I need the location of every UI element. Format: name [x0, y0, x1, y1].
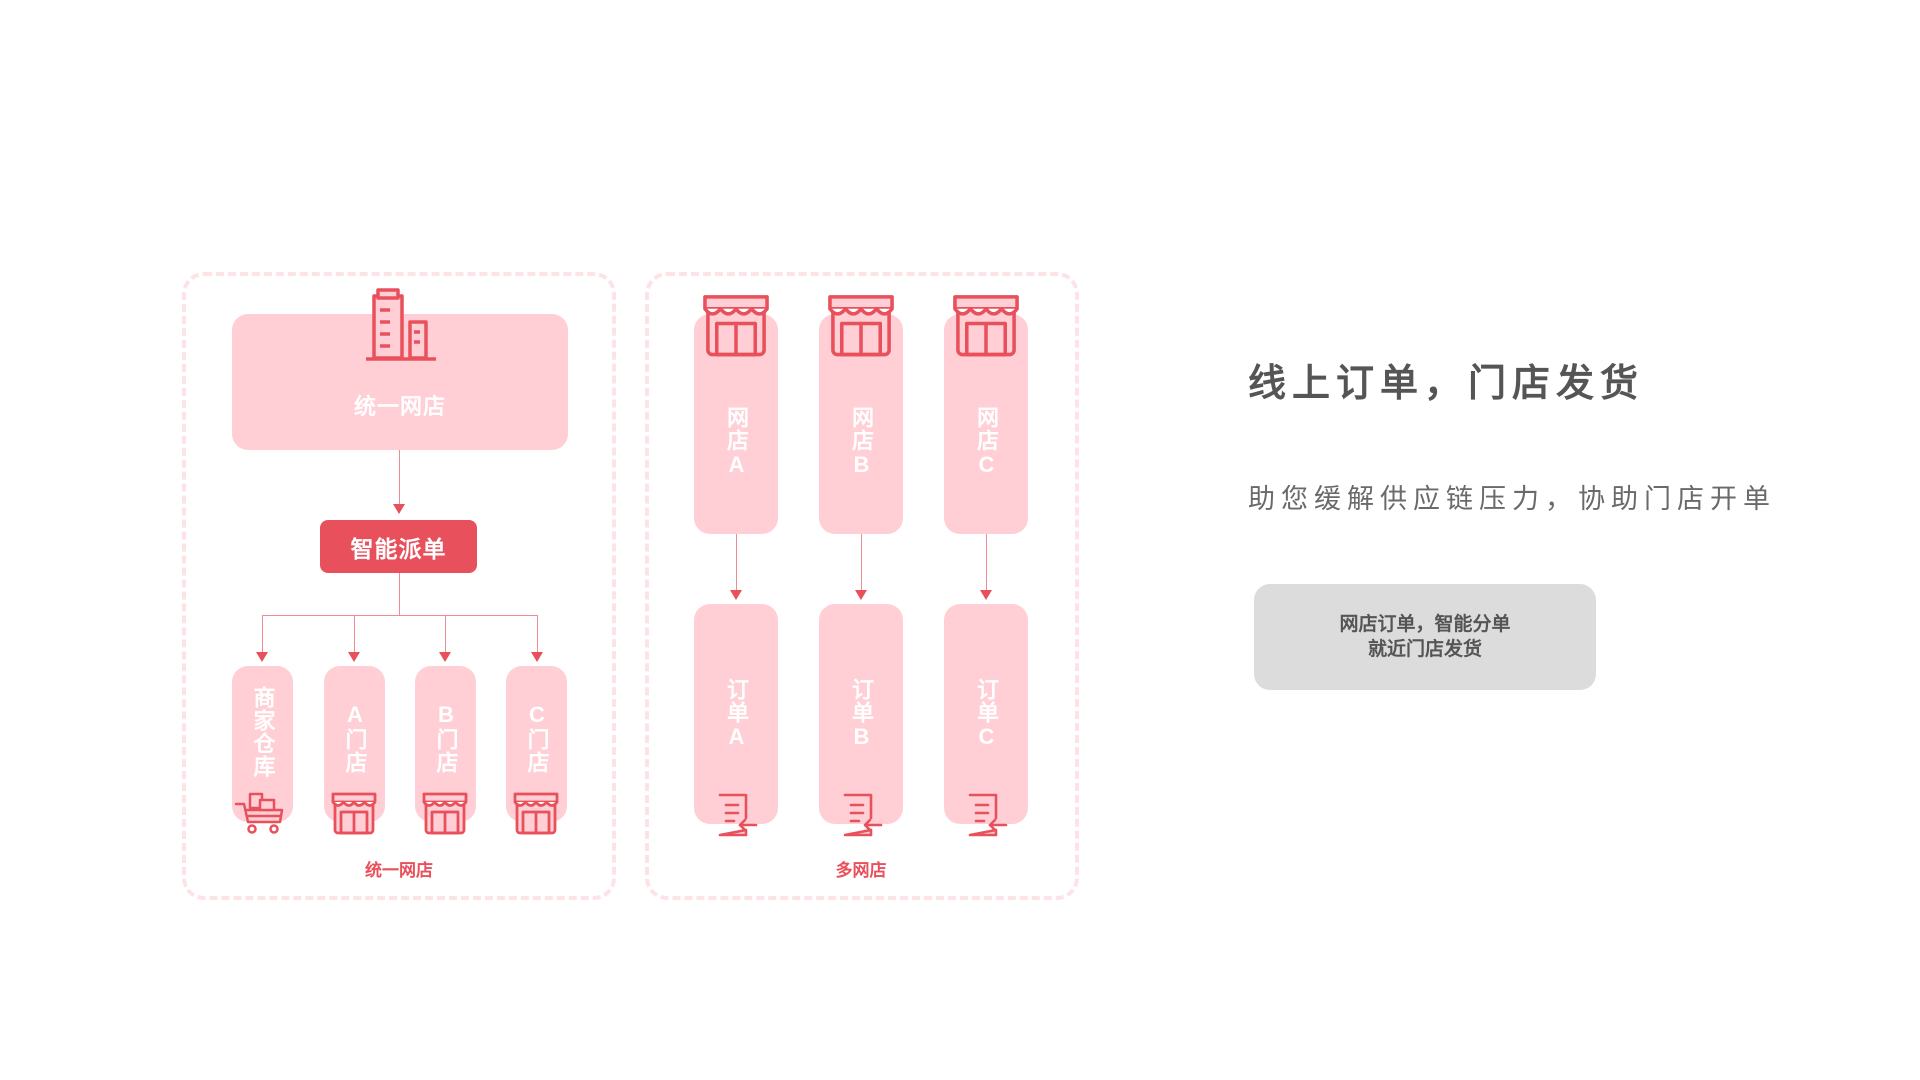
- order-label: 订单A: [724, 678, 749, 750]
- feature-button[interactable]: 网店订单，智能分单 就近门店发货: [1254, 584, 1596, 690]
- multi-shop-caption: 多网店: [835, 861, 887, 880]
- arrow-down: [348, 652, 360, 662]
- connector-line: [262, 615, 263, 652]
- connector-line: [399, 573, 400, 615]
- unified-shop-panel: [182, 272, 616, 900]
- smart-dispatch-label: 智能派单: [320, 520, 477, 573]
- connector-line: [986, 534, 987, 590]
- branch-label: 商家仓库: [250, 686, 276, 778]
- store-icon: [422, 792, 468, 835]
- order-document-icon: [718, 793, 758, 837]
- arrow-down: [855, 590, 867, 600]
- order-label: 订单B: [849, 678, 874, 750]
- arrow-down: [256, 652, 268, 662]
- store-icon: [953, 295, 1019, 357]
- order-box-a: 订单A: [694, 604, 778, 824]
- arrow-down: [439, 652, 451, 662]
- page-title: 线上订单，门店发货: [1248, 363, 1645, 405]
- unified-shop-box-label: 统一网店: [353, 394, 446, 419]
- order-box-b: 订单B: [819, 604, 903, 824]
- connector-line: [445, 615, 446, 652]
- branch-label: C门店: [524, 702, 550, 774]
- order-box-c: 订单C: [944, 604, 1028, 824]
- shop-label: 网店C: [974, 406, 999, 478]
- arrow-down: [531, 652, 543, 662]
- connector-line: [537, 615, 538, 652]
- order-document-icon: [843, 793, 883, 837]
- order-document-icon: [968, 793, 1008, 837]
- arrow-down: [730, 590, 742, 600]
- store-icon: [703, 295, 769, 357]
- connector-line: [399, 450, 400, 504]
- connector-branch-bar: [262, 615, 538, 616]
- store-icon: [828, 295, 894, 357]
- arrow-down: [393, 504, 405, 514]
- arrow-down: [980, 590, 992, 600]
- shop-label: 网店B: [849, 406, 874, 478]
- store-icon: [331, 792, 377, 835]
- warehouse-cart-icon: [234, 792, 284, 834]
- connector-line: [354, 615, 355, 652]
- branch-label: A门店: [342, 702, 368, 774]
- feature-button-line2: 就近门店发货: [1367, 639, 1482, 660]
- branch-label: B门店: [433, 702, 459, 774]
- connector-line: [736, 534, 737, 590]
- order-label: 订单C: [974, 678, 999, 750]
- unified-shop-caption: 统一网店: [365, 861, 433, 880]
- connector-line: [861, 534, 862, 590]
- buildings-icon: [366, 288, 436, 361]
- store-icon: [513, 792, 559, 835]
- page-subtitle: 助您缓解供应链压力，协助门店开单: [1248, 484, 1776, 514]
- multi-shop-panel: [645, 272, 1079, 900]
- shop-label: 网店A: [724, 406, 749, 478]
- feature-button-line1: 网店订单，智能分单: [1339, 614, 1511, 635]
